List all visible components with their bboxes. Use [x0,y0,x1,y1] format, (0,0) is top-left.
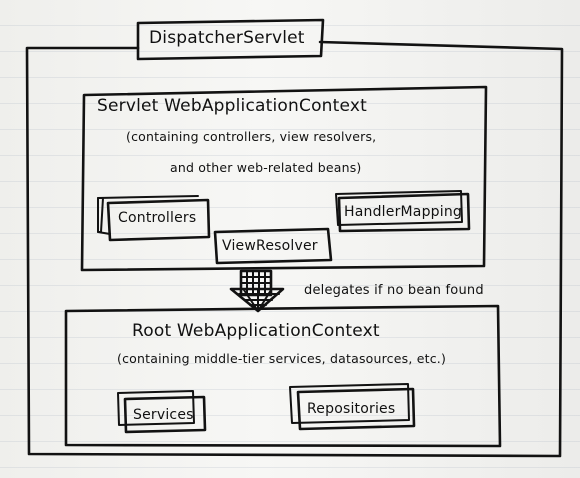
delegation-arrow [229,269,285,313]
controllers-shadow-box [97,197,104,233]
controllers-label: Controllers [118,210,197,226]
services-shadow-box [117,390,195,426]
services-box [123,395,207,434]
services-label: Services [133,407,194,423]
handler-mapping-label: HandlerMapping [344,204,463,220]
delegation-label: delegates if no bean found [304,283,484,298]
root-context-box [64,304,502,448]
controllers-shadow-top [97,195,199,199]
handler-mapping-box [337,192,471,233]
repositories-shadow-box [289,383,410,424]
repositories-box [296,387,416,431]
controllers-shadow-bottom [97,231,111,235]
dispatcher-servlet-frame [25,40,564,458]
root-context-description: (containing middle-tier services, dataso… [117,351,447,366]
servlet-context-title: Servlet WebApplicationContext [97,96,367,116]
view-resolver-label: ViewResolver [222,238,318,254]
handler-mapping-shadow-box [335,190,463,226]
dispatcher-servlet-label: DispatcherServlet [149,28,305,48]
servlet-context-description-line1: (containing controllers, view resolvers, [126,129,377,144]
servlet-context-box [80,85,488,272]
servlet-context-description-line2: and other web-related beans) [170,160,362,175]
repositories-label: Repositories [307,401,396,417]
controllers-box [106,198,211,242]
root-context-title: Root WebApplicationContext [132,321,380,341]
view-resolver-box [213,227,333,265]
dispatcher-servlet-label-box [136,18,325,61]
